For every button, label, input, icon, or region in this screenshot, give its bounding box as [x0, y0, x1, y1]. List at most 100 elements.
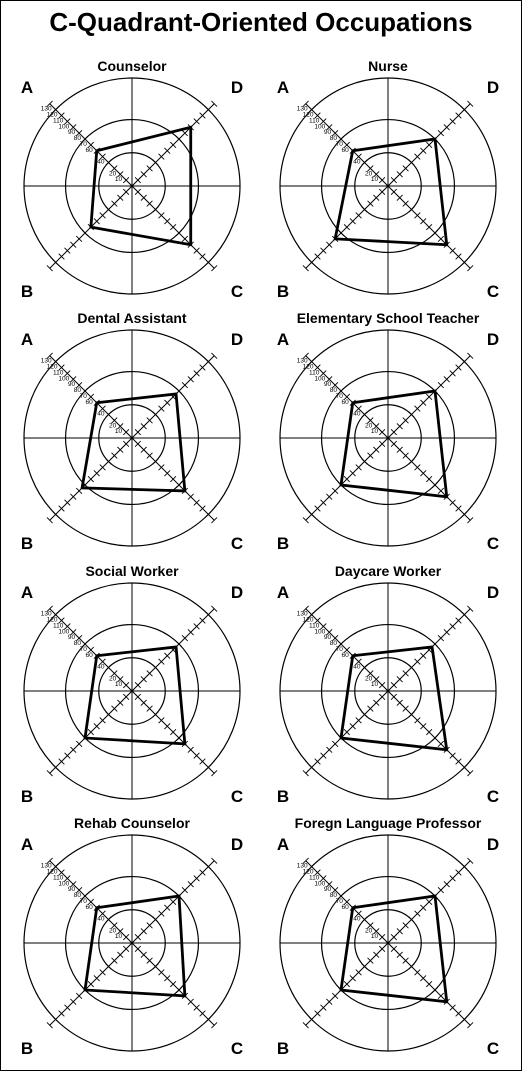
axis-tick-B — [320, 499, 327, 506]
scale-label: 100 — [314, 123, 325, 130]
axis-tick-B — [46, 517, 53, 524]
axis-tick-D — [158, 910, 165, 917]
axis-tick-D — [396, 676, 403, 683]
axis-tick-C — [390, 693, 398, 701]
axis-tick-C — [420, 218, 427, 225]
axis-tick-C — [420, 975, 427, 982]
scale-label: 70 — [80, 141, 88, 148]
axis-tick-C — [414, 212, 421, 219]
axis-tick-A — [367, 922, 374, 929]
scale-label: 10 — [371, 176, 379, 183]
axis-tick-C — [449, 752, 456, 759]
axis-tick-B — [122, 693, 130, 701]
profile-polygon — [339, 645, 449, 752]
axis-tick-A — [337, 135, 345, 143]
axis-tick-A — [111, 670, 118, 677]
axis-tick-D — [467, 100, 474, 107]
axis-tick-B — [326, 493, 333, 500]
corner-label-a: A — [277, 583, 289, 602]
axis-tick-B — [343, 223, 351, 231]
axis-tick-C — [134, 188, 142, 196]
scale-label: 110 — [53, 874, 64, 881]
profile-polygon — [89, 125, 193, 247]
axis-tick-B — [302, 770, 309, 777]
axis-tick-A — [46, 352, 53, 359]
axis-tick-C — [158, 212, 165, 219]
axis-tick-A — [81, 135, 89, 143]
axis-tick-D — [187, 629, 194, 636]
axis-tick-B — [314, 505, 321, 512]
axis-tick-C — [193, 247, 200, 254]
axis-tick-D — [449, 623, 456, 630]
axis-tick-B — [302, 265, 309, 272]
scale-label: 70 — [80, 646, 88, 653]
axis-tick-A — [331, 381, 339, 389]
axis-tick-A — [99, 658, 106, 665]
axis-tick-B — [302, 517, 309, 524]
axis-tick-B — [99, 717, 106, 724]
axis-tick-A — [302, 857, 309, 864]
scale-label: 40 — [97, 916, 105, 923]
scale-label: 110 — [53, 369, 64, 376]
axis-tick-D — [205, 611, 212, 618]
scale-label: 80 — [74, 640, 82, 647]
axis-tick-B — [331, 740, 339, 748]
axis-tick-B — [373, 699, 380, 706]
axis-tick-A — [337, 892, 345, 900]
axis-tick-B — [378, 188, 386, 196]
scale-label: 20 — [109, 170, 117, 177]
axis-tick-D — [152, 664, 159, 671]
diagonal-axis-2 — [305, 355, 471, 521]
axis-tick-B — [93, 470, 100, 477]
axis-tick-D — [414, 910, 421, 917]
axis-tick-A — [355, 405, 362, 412]
scale-label: 20 — [365, 675, 373, 682]
axis-tick-A — [331, 634, 339, 642]
axis-tick-C — [461, 764, 468, 771]
axis-tick-A — [308, 611, 315, 618]
axis-tick-D — [455, 364, 462, 371]
scale-label: 60 — [342, 652, 350, 659]
axis-tick-C — [169, 728, 177, 736]
axis-tick-D — [181, 129, 189, 137]
axis-tick-B — [105, 458, 112, 465]
axis-tick-C — [408, 963, 415, 970]
axis-tick-C — [425, 223, 433, 231]
corner-label-c: C — [231, 787, 243, 806]
scale-label: 130 — [297, 106, 308, 113]
axis-tick-A — [117, 676, 124, 683]
axis-tick-D — [181, 886, 189, 894]
axis-tick-B — [361, 963, 368, 970]
corner-label-b: B — [277, 1039, 289, 1058]
axis-tick-C — [134, 693, 142, 701]
axis-tick-B — [355, 212, 362, 219]
axis-tick-B — [308, 259, 315, 266]
axis-tick-A — [117, 171, 124, 178]
axis-tick-A — [46, 857, 53, 864]
scale-label: 90 — [324, 886, 332, 893]
scale-label: 60 — [86, 147, 94, 154]
axis-tick-C — [431, 229, 439, 237]
axis-tick-A — [99, 910, 106, 917]
axis-tick-D — [414, 658, 421, 665]
axis-tick-D — [437, 886, 445, 894]
axis-tick-D — [175, 640, 183, 648]
scale-label: 70 — [336, 141, 344, 148]
axis-tick-B — [361, 458, 368, 465]
axis-tick-A — [70, 376, 77, 383]
axis-tick-B — [367, 200, 374, 207]
axis-tick-A — [320, 623, 327, 630]
axis-tick-D — [199, 364, 206, 371]
axis-tick-A — [367, 165, 374, 172]
axis-tick-A — [367, 670, 374, 677]
axis-tick-D — [211, 605, 218, 612]
scale-label: 10 — [115, 176, 123, 183]
axis-tick-A — [58, 869, 65, 876]
diagonal-axis-2 — [49, 103, 215, 269]
scale-label: 110 — [309, 369, 320, 376]
axis-tick-A — [378, 933, 386, 941]
axis-tick-A — [308, 106, 315, 113]
axis-tick-D — [140, 928, 147, 935]
axis-tick-B — [58, 505, 65, 512]
axis-tick-D — [420, 652, 427, 659]
